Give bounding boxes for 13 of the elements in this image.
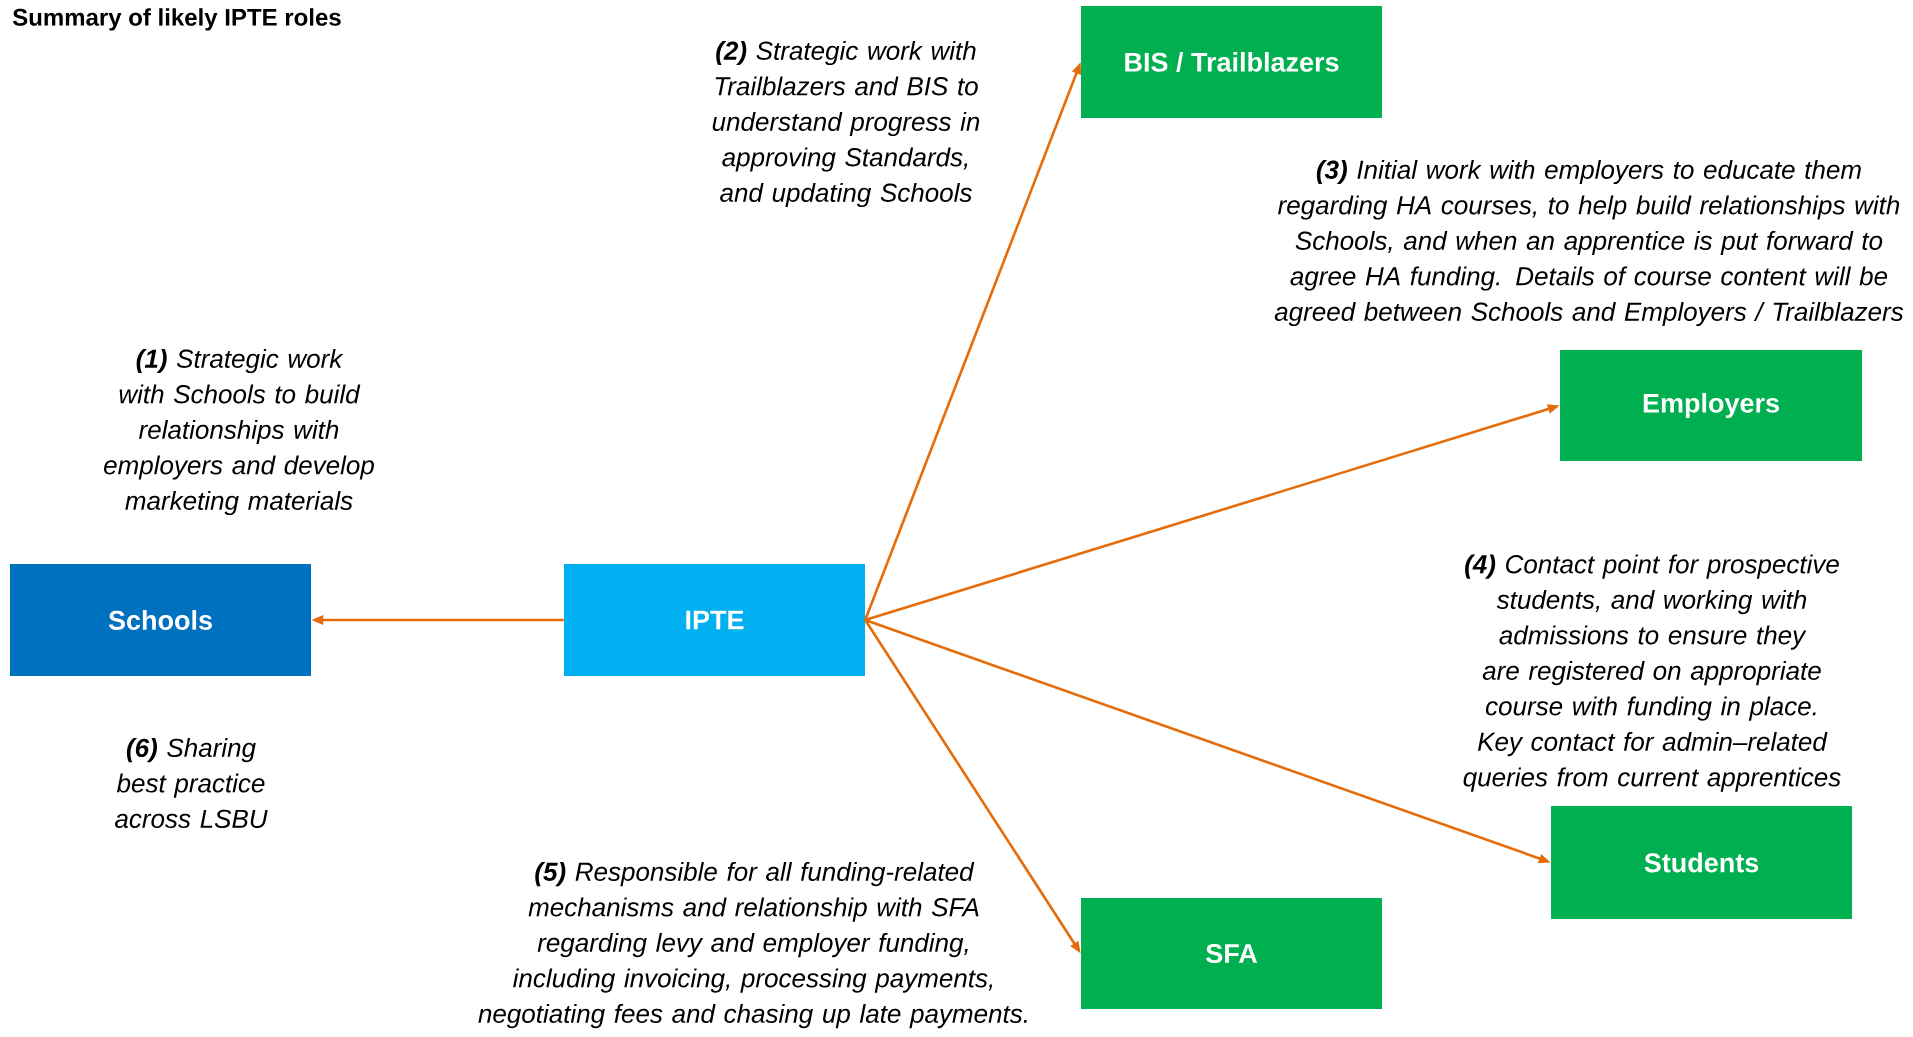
annotation: (2) Strategic work with Trailblazers and BIS to understand progress in approving Standards, and updating Schools [712, 40, 980, 208]
annotation: (3) Initial work with employers to educate them regarding HA courses, to help build relationships with Schools, and when an apprentice is put forward to agree HA funding. Details of course content will be agreed between Schools and Employers / Trailblazers [1274, 159, 1904, 327]
node-box: Schools [10, 564, 311, 676]
title: Summary of likely IPTE roles [12, 8, 341, 31]
annotation: (1) Strategic work with Schools to build relationships with employers and develop marketing materials [104, 348, 374, 516]
node-box: IPTE [564, 564, 865, 676]
annotation: (6) Sharing best practice across LSBU [115, 737, 268, 829]
annotation: (5) Responsible for all funding-related mechanisms and relationship with SFA regarding levy and employer funding, including invoicing, processing payments, negotiating fees and chasing up late payments. [478, 861, 1027, 1029]
node-box: Employers [1560, 350, 1862, 461]
node-box: SFA [1081, 898, 1382, 1009]
node-box: Students [1551, 806, 1852, 919]
annotation: (4) Contact point for prospective students, and working with admissions to ensure they are registered on appropriate course with funding in place. Key contact for admin–related queries from current apprentices [1463, 554, 1841, 792]
node-box: BIS / Trailblazers [1081, 6, 1382, 118]
